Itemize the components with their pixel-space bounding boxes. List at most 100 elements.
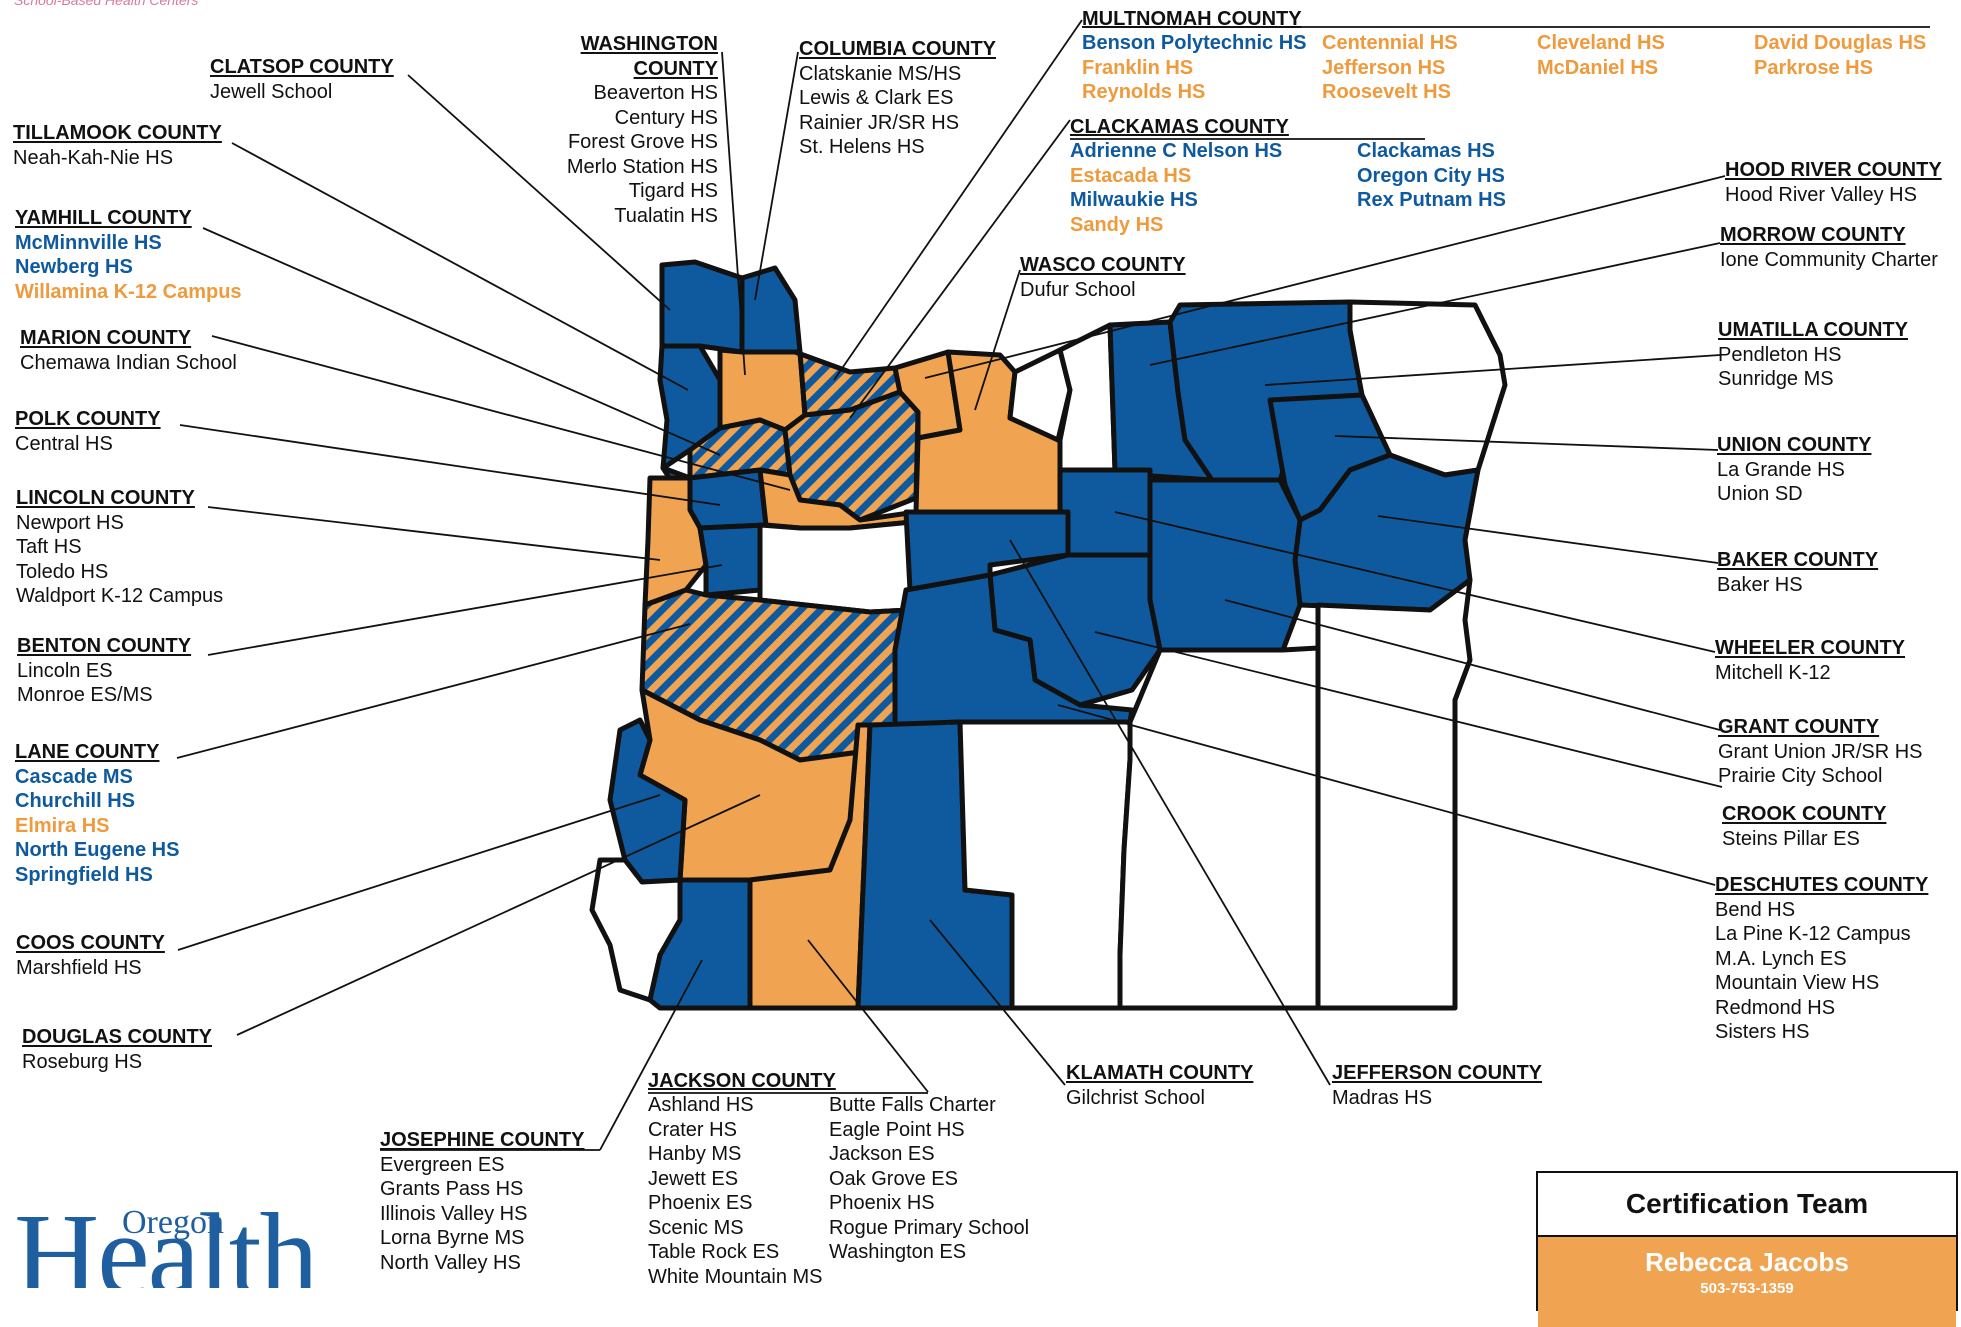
county-name: LANE COUNTY: [15, 741, 160, 763]
school-name: Clatskanie MS/HS: [799, 62, 962, 85]
school-name: Roseburg HS: [22, 1050, 143, 1073]
school-name: McMinnville HS: [15, 231, 162, 254]
header-text: School-Based Health Centers: [14, 0, 199, 8]
school-name: Milwaukie HS: [1070, 189, 1198, 211]
county-name: BAKER COUNTY: [1717, 549, 1879, 571]
school-name: Union SD: [1717, 483, 1803, 505]
leader-tillamook: [231, 142, 689, 391]
leader-yamhill: [202, 227, 721, 456]
leader-columbia: [754, 51, 799, 301]
leader-jackson: [807, 939, 929, 1093]
school-name: Pendleton HS: [1718, 343, 1842, 366]
school-name: Churchill HS: [15, 790, 136, 812]
school-name: Lorna Byrne MS: [380, 1227, 525, 1249]
school-name: Grant Union JR/SR HS: [1718, 740, 1923, 763]
leader-baker: [1377, 515, 1719, 564]
school-name: Willamina K-12 Campus: [15, 280, 242, 303]
person-phone: 503-753-1359: [1700, 1280, 1794, 1297]
leader-benton: [207, 564, 723, 656]
certification-team-box: Certification Team Rebecca Jacobs 503-75…: [1536, 1171, 1958, 1327]
county-name: LINCOLN COUNTY: [16, 487, 195, 509]
county-name: UMATILLA COUNTY: [1718, 319, 1908, 341]
school-name: Elmira HS: [15, 814, 110, 837]
county-name: BENTON COUNTY: [17, 635, 192, 657]
school-name: Monroe ES/MS: [17, 684, 153, 706]
school-name: Marshfield HS: [16, 956, 142, 979]
leader-wheeler: [1114, 511, 1716, 653]
school-name: David Douglas HS: [1754, 32, 1927, 54]
school-name: Franklin HS: [1082, 56, 1194, 79]
leader-klamath: [929, 919, 1066, 1086]
school-name: Newport HS: [16, 511, 124, 534]
county-name: CLATSOP COUNTY: [210, 56, 394, 78]
school-name: Evergreen ES: [380, 1153, 505, 1176]
county-coos: [607, 717, 688, 885]
school-name: Mountain View HS: [1715, 972, 1880, 994]
school-name: McDaniel HS: [1537, 56, 1659, 79]
oregon-health-logo: Health Oregon: [14, 1200, 334, 1288]
leader-lincoln: [207, 506, 661, 561]
school-name: Beaverton HS: [593, 82, 718, 104]
school-name: Cleveland HS: [1537, 32, 1665, 54]
county-columbia: [739, 265, 803, 355]
school-name: White Mountain MS: [648, 1265, 823, 1288]
school-name: Gilchrist School: [1066, 1086, 1205, 1109]
school-name: Estacada HS: [1070, 164, 1192, 187]
county-name: WHEELER COUNTY: [1715, 637, 1905, 659]
county-name: UNION COUNTY: [1717, 434, 1872, 456]
oregon-sbhc-map-page: School-Based Health Centers: [13, 0, 1958, 1327]
school-name: Table Rock ES: [648, 1241, 780, 1263]
county-harney: [1117, 645, 1321, 1011]
school-name: Centennial HS: [1322, 32, 1458, 54]
school-name: Jewell School: [210, 80, 333, 103]
school-name: Reynolds HS: [1082, 81, 1206, 103]
school-name: St. Helens HS: [799, 136, 925, 158]
county-name: JEFFERSON COUNTY: [1332, 1062, 1543, 1084]
certification-team-title: Certification Team: [1538, 1173, 1956, 1237]
county-name-line: COUNTY: [633, 57, 718, 80]
leader-deschutes: [1057, 704, 1716, 886]
county-wheeler: [1057, 467, 1153, 558]
county-name: MARION COUNTY: [20, 327, 192, 349]
county-deschutes: [892, 572, 1135, 728]
county-name: POLK COUNTY: [15, 408, 161, 430]
county-clatsop: [659, 259, 745, 355]
school-name: Neah-Kah-Nie HS: [13, 146, 174, 169]
county-washington: [717, 347, 808, 433]
school-name: Washington ES: [829, 1241, 967, 1263]
school-name: Newberg HS: [15, 256, 133, 278]
school-name: Hood River Valley HS: [1725, 183, 1917, 206]
school-name: Phoenix HS: [829, 1192, 935, 1214]
school-name: Rogue Primary School: [829, 1216, 1030, 1239]
school-name: Benson Polytechnic HS: [1082, 32, 1307, 54]
school-name: Parkrose HS: [1754, 56, 1873, 79]
leader-polk: [179, 424, 721, 506]
school-name: Butte Falls Charter: [829, 1094, 996, 1116]
school-name: Chemawa Indian School: [20, 351, 237, 374]
county-name: JOSEPHINE COUNTY: [380, 1129, 585, 1151]
county-gilliam: [1057, 322, 1118, 473]
leader-wasco: [974, 269, 1021, 411]
school-name: Scenic MS: [648, 1216, 744, 1239]
certification-team-person: Rebecca Jacobs 503-753-1359: [1538, 1237, 1956, 1327]
leader-grant: [1224, 599, 1721, 731]
school-name: Cascade MS: [15, 765, 133, 788]
leader-morrow: [1149, 242, 1721, 366]
